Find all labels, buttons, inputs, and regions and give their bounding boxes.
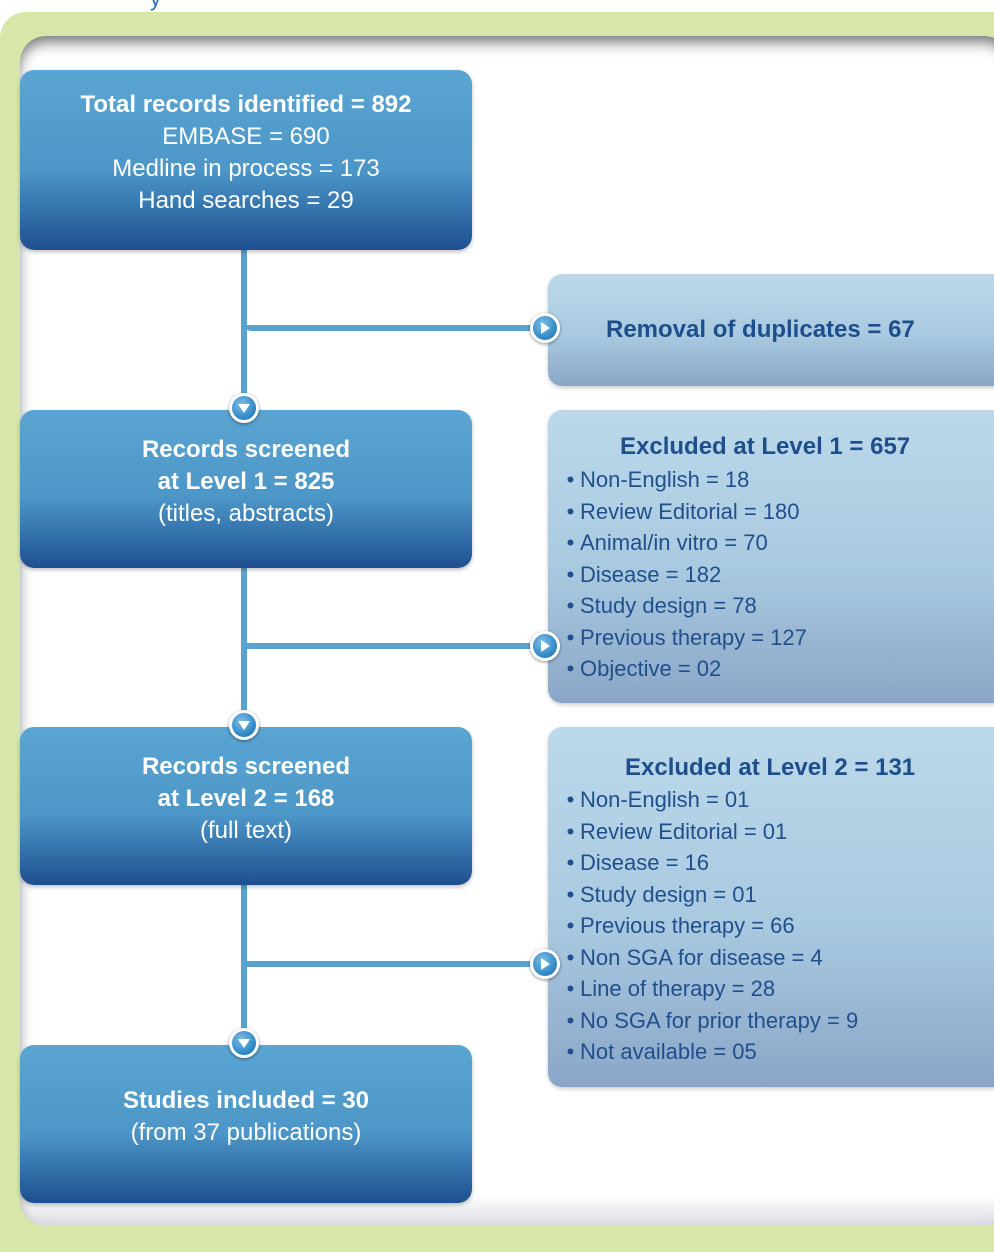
- list-item: •No SGA for prior therapy = 9: [566, 1007, 859, 1033]
- list-item: •Objective = 02: [566, 656, 722, 681]
- level2-screened-label: Records screened: [141, 753, 351, 780]
- box-total-records-identified: Total records identified = 892 EMBASE = …: [20, 70, 472, 250]
- excluded-level2-reason: Study design = 01: [580, 881, 757, 907]
- excluded-level2-reason: Non-English = 01: [580, 787, 750, 812]
- excluded-level1-reason: Previous therapy = 127: [580, 624, 807, 650]
- connector-to-excluded-level1: [245, 643, 533, 649]
- box-excluded-level2: Excluded at Level 2 = 131 •Non-English =…: [548, 727, 994, 1087]
- excluded-level2-reason: Non SGA for disease = 4: [580, 944, 823, 970]
- title-fragment: y: [150, 0, 161, 12]
- list-item: •Review Editorial = 180: [566, 498, 800, 524]
- list-item: •Non-English = 01: [566, 787, 750, 812]
- down-arrow-icon: [229, 1028, 259, 1058]
- studies-included-note: (from 37 publications): [130, 1119, 362, 1146]
- excluded-level1-list: •Non-English = 18 •Review Editorial = 18…: [566, 464, 807, 685]
- connector-to-excluded-level2: [245, 961, 533, 967]
- excluded-level2-title: Excluded at Level 2 = 131: [625, 754, 916, 781]
- connector-to-duplicates: [245, 325, 533, 331]
- box-records-screened-level1: Records screened at Level 1 = 825 (title…: [20, 410, 472, 568]
- right-arrow-icon: [530, 313, 560, 343]
- excluded-level2-reason: Disease = 16: [580, 850, 710, 875]
- excluded-level1-reason: Objective = 02: [580, 656, 722, 681]
- excluded-level2-reason: Review Editorial = 01: [580, 818, 788, 844]
- excluded-level2-list: •Non-English = 01 •Review Editorial = 01…: [566, 784, 859, 1068]
- list-item: •Non-English = 18: [566, 467, 750, 492]
- list-item: •Non SGA for disease = 4: [566, 944, 823, 970]
- list-item: •Review Editorial = 01: [566, 818, 788, 844]
- connector-main-vertical: [241, 248, 247, 1060]
- excluded-level1-reason: Non-English = 18: [580, 467, 750, 492]
- right-arrow-icon: [530, 949, 560, 979]
- box-studies-included: Studies included = 30 (from 37 publicati…: [20, 1045, 472, 1203]
- list-item: •Line of therapy = 28: [566, 976, 776, 1001]
- level1-screened-count: at Level 1 = 825: [157, 468, 335, 495]
- list-item: •Not available = 05: [566, 1039, 757, 1064]
- level1-screened-label: Records screened: [141, 436, 351, 463]
- excluded-level1-reason: Study design = 78: [580, 593, 757, 618]
- box-excluded-level1: Excluded at Level 1 = 657 •Non-English =…: [548, 410, 994, 703]
- list-item: •Study design = 01: [566, 881, 757, 907]
- studies-included-title: Studies included = 30: [122, 1087, 370, 1114]
- list-item: •Animal/in vitro = 70: [566, 530, 768, 555]
- right-arrow-icon: [530, 631, 560, 661]
- box-removal-of-duplicates: Removal of duplicates = 67: [548, 274, 994, 386]
- list-item: •Study design = 78: [566, 593, 757, 618]
- excluded-level2-reason: Previous therapy = 66: [580, 913, 795, 938]
- total-records-title: Total records identified = 892: [80, 91, 412, 118]
- list-item: •Disease = 16: [566, 850, 710, 875]
- box-records-screened-level2: Records screened at Level 2 = 168 (full …: [20, 727, 472, 885]
- excluded-level2-reason: Not available = 05: [580, 1039, 757, 1064]
- duplicates-title: Removal of duplicates = 67: [606, 316, 915, 343]
- level2-screened-count: at Level 2 = 168: [157, 785, 335, 812]
- list-item: •Disease = 182: [566, 561, 722, 587]
- down-arrow-icon: [229, 393, 259, 423]
- list-item: •Previous therapy = 66: [566, 913, 795, 938]
- excluded-level1-reason: Review Editorial = 180: [580, 498, 800, 524]
- excluded-level1-title: Excluded at Level 1 = 657: [620, 433, 911, 460]
- excluded-level2-reason: No SGA for prior therapy = 9: [580, 1007, 859, 1033]
- excluded-level2-reason: Line of therapy = 28: [580, 976, 776, 1001]
- excluded-level1-reason: Animal/in vitro = 70: [580, 530, 768, 555]
- excluded-level1-reason: Disease = 182: [580, 561, 722, 587]
- embase-count: EMBASE = 690: [162, 123, 330, 150]
- down-arrow-icon: [229, 710, 259, 740]
- list-item: •Previous therapy = 127: [566, 624, 807, 650]
- hand-searches-count: Hand searches = 29: [138, 187, 354, 214]
- level1-note: (titles, abstracts): [157, 500, 335, 527]
- medline-count: Medline in process = 173: [112, 155, 380, 182]
- level2-note: (full text): [199, 817, 292, 844]
